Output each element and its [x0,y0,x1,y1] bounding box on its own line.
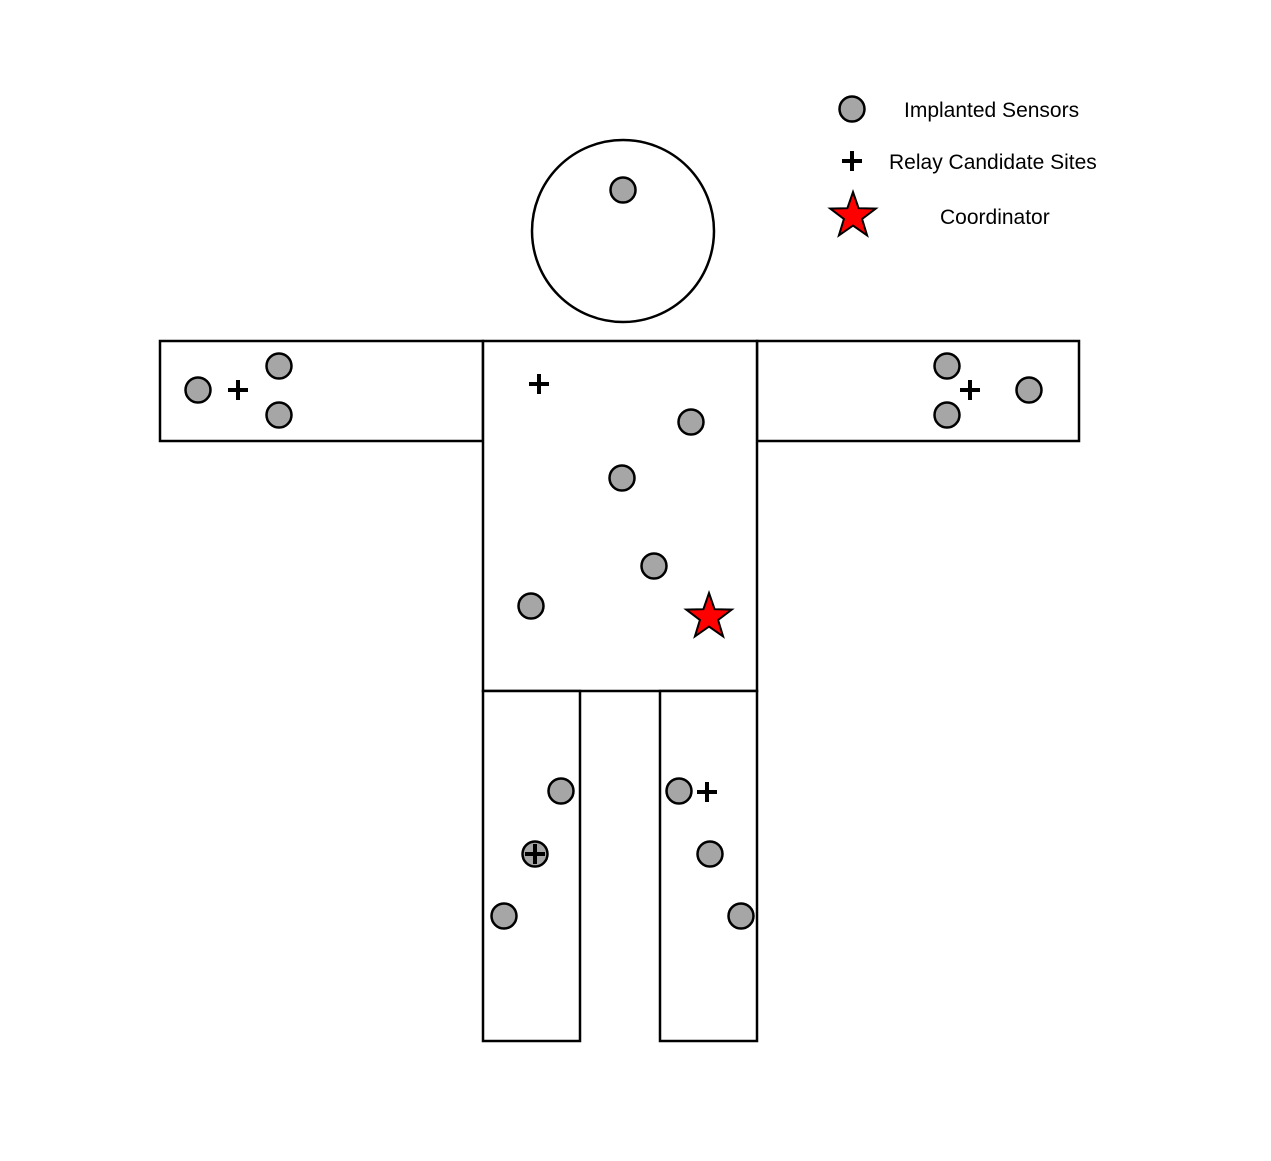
human-body-figure [158,138,1081,1043]
star-legend-mark-icon [827,188,879,238]
star-legend-icon [827,188,879,238]
sensor-icon [727,902,755,930]
sensor-icon [490,902,518,930]
torso [481,339,759,693]
sensor-icon [547,777,575,805]
sensor-legend-icon [838,95,866,123]
sensor-icon [696,840,724,868]
star-icon [683,589,735,639]
relay-candidate-sites-group [228,374,980,864]
sensor-icon [517,592,545,620]
legend-sensor-label: Implanted Sensors [904,99,1079,122]
legend-coordinator-label: Coordinator [940,206,1050,229]
plus-legend-icon [842,151,862,171]
sensor-icon [609,176,637,204]
sensor-icon [1015,376,1043,404]
sensor-icon [608,464,636,492]
sensor-icon [665,777,693,805]
plus-icon [960,380,980,400]
implanted-sensors-group [184,176,1043,930]
plus-icon [228,380,248,400]
legend: Implanted Sensors Relay Candidate Sites … [827,95,1097,238]
plus-icon [697,782,717,802]
plus-legend-mark-icon [842,151,862,171]
sensor-icon [265,352,293,380]
sensor-icon [184,376,212,404]
sensor-legend-circle-icon [838,95,866,123]
sensor-icon [640,552,668,580]
coordinator-group [683,589,735,639]
left-arm [158,339,485,443]
sensor-icon [933,401,961,429]
head [530,138,716,324]
sensor-icon [933,352,961,380]
plus-icon [529,374,549,394]
sensor-icon [265,401,293,429]
legend-relay-label: Relay Candidate Sites [889,151,1097,174]
sensor-icon [677,408,705,436]
plus-icon [525,844,545,864]
